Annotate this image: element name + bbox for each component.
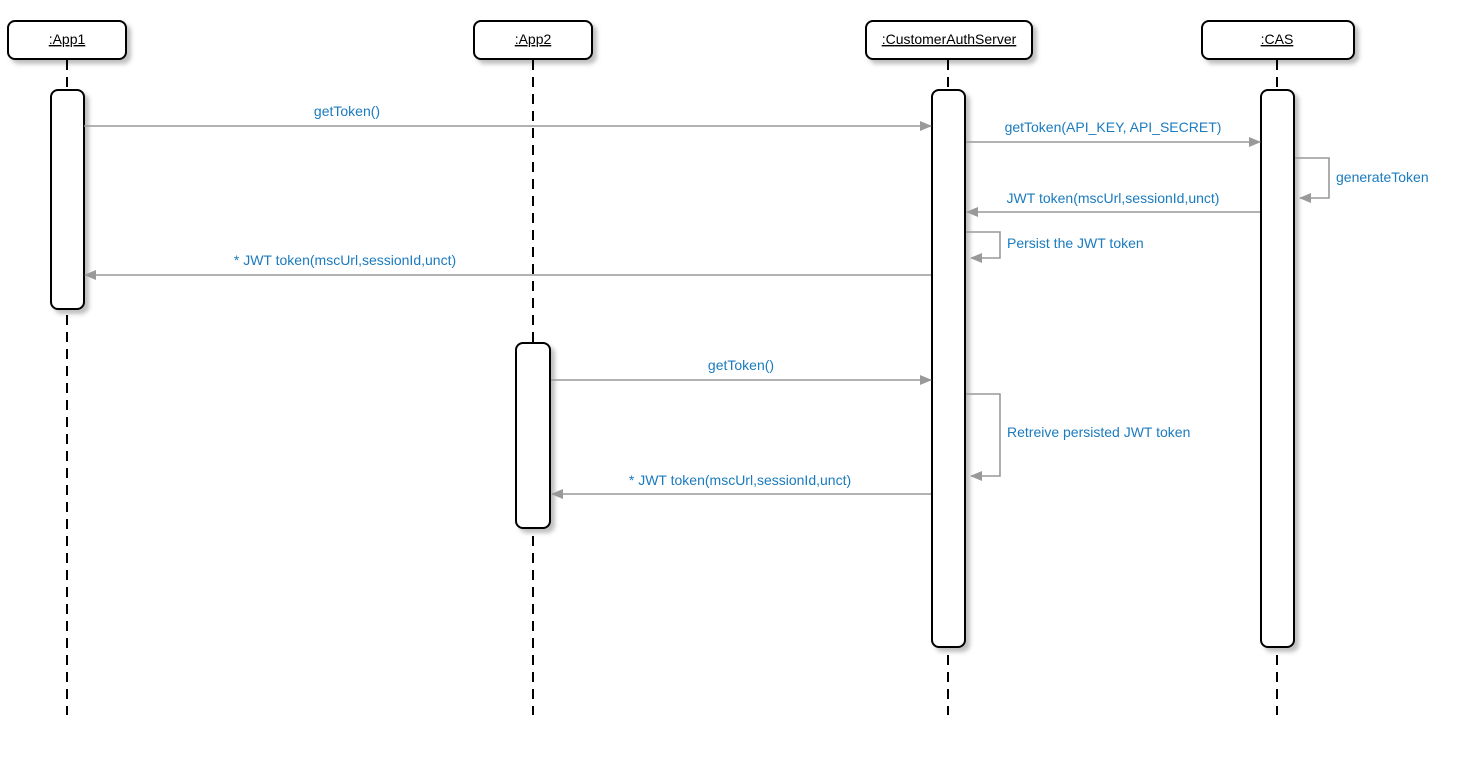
message-label: Persist the JWT token <box>1007 235 1144 251</box>
participant-label: :CAS <box>1261 31 1294 47</box>
participant-app1[interactable]: :App1 <box>7 20 127 60</box>
message-get-token-app2: getToken() <box>551 357 932 385</box>
activation-bar-customer-auth-server <box>931 89 966 648</box>
message-label: JWT token(mscUrl,sessionId,unct) <box>1007 190 1220 206</box>
message-persist-jwt: Persist the JWT token <box>966 231 1144 263</box>
self-message-arrow <box>1295 157 1330 203</box>
participant-customer-auth-server[interactable]: :CustomerAuthServer <box>865 20 1033 60</box>
participant-app2[interactable]: :App2 <box>473 20 593 60</box>
message-label: * JWT token(mscUrl,sessionId,unct) <box>629 472 851 488</box>
message-get-token-app1: getToken() <box>84 103 932 131</box>
message-label: getToken() <box>314 103 380 119</box>
message-jwt-token-return-app2: * JWT token(mscUrl,sessionId,unct) <box>551 472 931 499</box>
self-message-arrow <box>966 393 1001 481</box>
message-label: getToken() <box>708 357 774 373</box>
self-message-arrow <box>966 231 1001 263</box>
message-jwt-token-return-cas: JWT token(mscUrl,sessionId,unct) <box>966 190 1260 217</box>
message-generate-token: generateToken <box>1295 157 1429 203</box>
message-label: generateToken <box>1336 169 1429 185</box>
activation-bar-cas <box>1260 89 1295 648</box>
participant-cas[interactable]: :CAS <box>1201 20 1355 60</box>
message-retrieve-jwt: Retreive persisted JWT token <box>966 393 1190 481</box>
participant-label: :CustomerAuthServer <box>882 31 1017 47</box>
participant-label: :App2 <box>515 31 552 47</box>
message-label: * JWT token(mscUrl,sessionId,unct) <box>234 252 456 268</box>
message-label: getToken(API_KEY, API_SECRET) <box>1005 119 1222 135</box>
message-label: Retreive persisted JWT token <box>1007 424 1190 440</box>
activation-bar-app2 <box>515 342 551 529</box>
message-jwt-token-return-app1: * JWT token(mscUrl,sessionId,unct) <box>84 252 931 280</box>
message-get-token-cas: getToken(API_KEY, API_SECRET) <box>966 119 1261 147</box>
activation-bar-app1 <box>50 89 85 310</box>
participant-label: :App1 <box>49 31 86 47</box>
